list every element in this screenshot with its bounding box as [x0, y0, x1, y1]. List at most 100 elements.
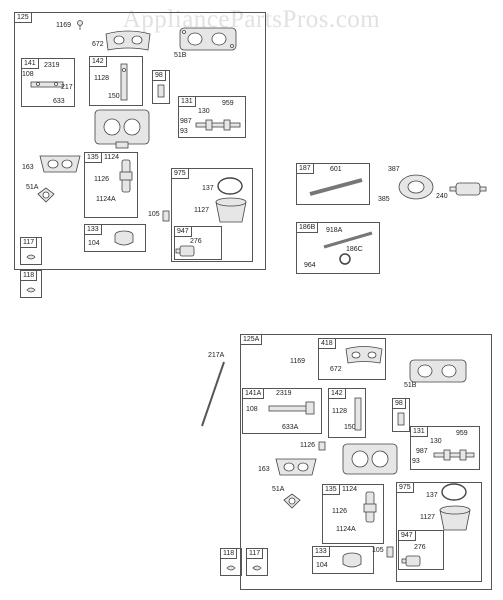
- part-label[interactable]: 633: [53, 98, 65, 105]
- part-label[interactable]: 987: [416, 448, 428, 455]
- box-187: 187: [296, 163, 370, 205]
- bushing-icon: [114, 230, 134, 246]
- box-975-b: 975: [396, 482, 482, 582]
- box-98-b: 98: [392, 398, 410, 432]
- part-label[interactable]: 150: [108, 93, 120, 100]
- part-label[interactable]: 108: [22, 71, 34, 78]
- part-label[interactable]: 240: [436, 193, 448, 200]
- part-label[interactable]: 105: [148, 211, 160, 218]
- assembly-b-tag: 125A: [240, 334, 263, 345]
- part-label[interactable]: 2319: [276, 390, 292, 397]
- box-118-b: 118: [220, 548, 242, 576]
- part-label[interactable]: 1124A: [336, 526, 356, 533]
- part-label[interactable]: 387: [388, 166, 400, 173]
- box-tag: 187: [296, 163, 314, 174]
- solenoid-icon: [401, 555, 421, 567]
- part-label[interactable]: 130: [198, 108, 210, 115]
- part-label[interactable]: 93: [180, 128, 188, 135]
- part-label[interactable]: 163: [258, 466, 270, 473]
- part-label[interactable]: 51B: [174, 52, 187, 59]
- clamp-icon: [339, 253, 351, 265]
- box-tag: 947: [174, 226, 192, 237]
- part-label[interactable]: 959: [222, 100, 234, 107]
- part-label[interactable]: 1126: [300, 442, 316, 449]
- box-98: 98: [152, 70, 170, 104]
- part-label[interactable]: 385: [378, 196, 390, 203]
- part-label[interactable]: 672: [92, 41, 104, 48]
- box-142: 142: [89, 56, 143, 106]
- box-135: 135: [84, 152, 138, 218]
- part-label[interactable]: 601: [330, 166, 342, 173]
- shaft-icon: [354, 397, 362, 431]
- part-label[interactable]: 150: [344, 424, 356, 431]
- gasket-icon: [283, 493, 301, 509]
- part-label[interactable]: 137: [426, 492, 438, 499]
- part-label[interactable]: 217: [61, 84, 73, 91]
- part-label[interactable]: 1124: [342, 486, 358, 493]
- part-label[interactable]: 130: [430, 438, 442, 445]
- part-label[interactable]: 51A: [26, 184, 39, 191]
- part-label[interactable]: 137: [202, 185, 214, 192]
- fuel-filter-icon: [449, 182, 487, 196]
- part-label[interactable]: 1126: [332, 508, 348, 515]
- box-tag: 142: [328, 388, 346, 399]
- part-label[interactable]: 105: [372, 547, 384, 554]
- screw-icon: [162, 210, 170, 222]
- clip-icon: [26, 254, 36, 260]
- gasket-icon: [409, 359, 467, 383]
- part-label[interactable]: 672: [330, 366, 342, 373]
- tube-icon: [309, 178, 363, 196]
- part-label[interactable]: 276: [190, 238, 202, 245]
- box-tag: 98: [152, 70, 166, 81]
- screw-icon: [157, 84, 165, 98]
- box-186b: 186B: [296, 222, 380, 274]
- part-label[interactable]: 51A: [272, 486, 285, 493]
- part-label[interactable]: 959: [456, 430, 468, 437]
- part-label[interactable]: 918A: [326, 227, 343, 234]
- part-label[interactable]: 1169: [290, 358, 306, 365]
- part-label[interactable]: 964: [304, 262, 316, 269]
- part-label[interactable]: 1124: [104, 154, 120, 161]
- part-label[interactable]: 51B: [404, 382, 417, 389]
- part-label[interactable]: 186C: [346, 246, 363, 253]
- part-label[interactable]: 104: [316, 562, 328, 569]
- box-141a: 141A: [242, 388, 322, 434]
- part-label[interactable]: 1169: [56, 22, 72, 29]
- float-bowl-icon: [363, 491, 377, 523]
- box-tag: 133: [312, 546, 330, 557]
- part-label[interactable]: 108: [246, 406, 258, 413]
- lever-icon: [268, 401, 315, 415]
- carburetor-body-icon: [342, 443, 398, 475]
- clip-icon: [26, 287, 36, 293]
- watermark: AppliancePartsPros.com: [122, 6, 381, 33]
- tube-icon: [323, 231, 373, 249]
- float-bowl-icon: [119, 159, 133, 193]
- screw-icon: [386, 546, 394, 558]
- part-label[interactable]: 1126: [94, 176, 110, 183]
- box-135-b: 135: [322, 484, 384, 544]
- part-label[interactable]: 987: [180, 118, 192, 125]
- part-label[interactable]: 163: [22, 164, 34, 171]
- part-label[interactable]: 1127: [420, 514, 436, 521]
- part-label[interactable]: 2319: [44, 62, 60, 69]
- part-label[interactable]: 217A: [208, 352, 225, 359]
- shaft-icon: [433, 449, 475, 461]
- bushing-icon: [342, 552, 362, 568]
- box-tag: 975: [396, 482, 414, 493]
- part-label[interactable]: 1124A: [96, 196, 116, 203]
- part-label[interactable]: 1127: [194, 207, 210, 214]
- gasket-icon: [39, 155, 81, 173]
- box-tag: 186B: [296, 222, 319, 233]
- part-label[interactable]: 633A: [282, 424, 299, 431]
- part-label[interactable]: 104: [88, 240, 100, 247]
- box-tag: 947: [398, 530, 416, 541]
- part-label[interactable]: 1128: [94, 75, 110, 82]
- box-975: 975: [171, 168, 253, 262]
- part-label[interactable]: 93: [412, 458, 420, 465]
- o-ring-icon: [217, 177, 243, 195]
- box-947: 947: [174, 226, 222, 260]
- box-117-b: 117: [246, 548, 268, 576]
- box-tag: 118: [20, 270, 38, 281]
- part-label[interactable]: 1128: [332, 408, 348, 415]
- part-label[interactable]: 276: [414, 544, 426, 551]
